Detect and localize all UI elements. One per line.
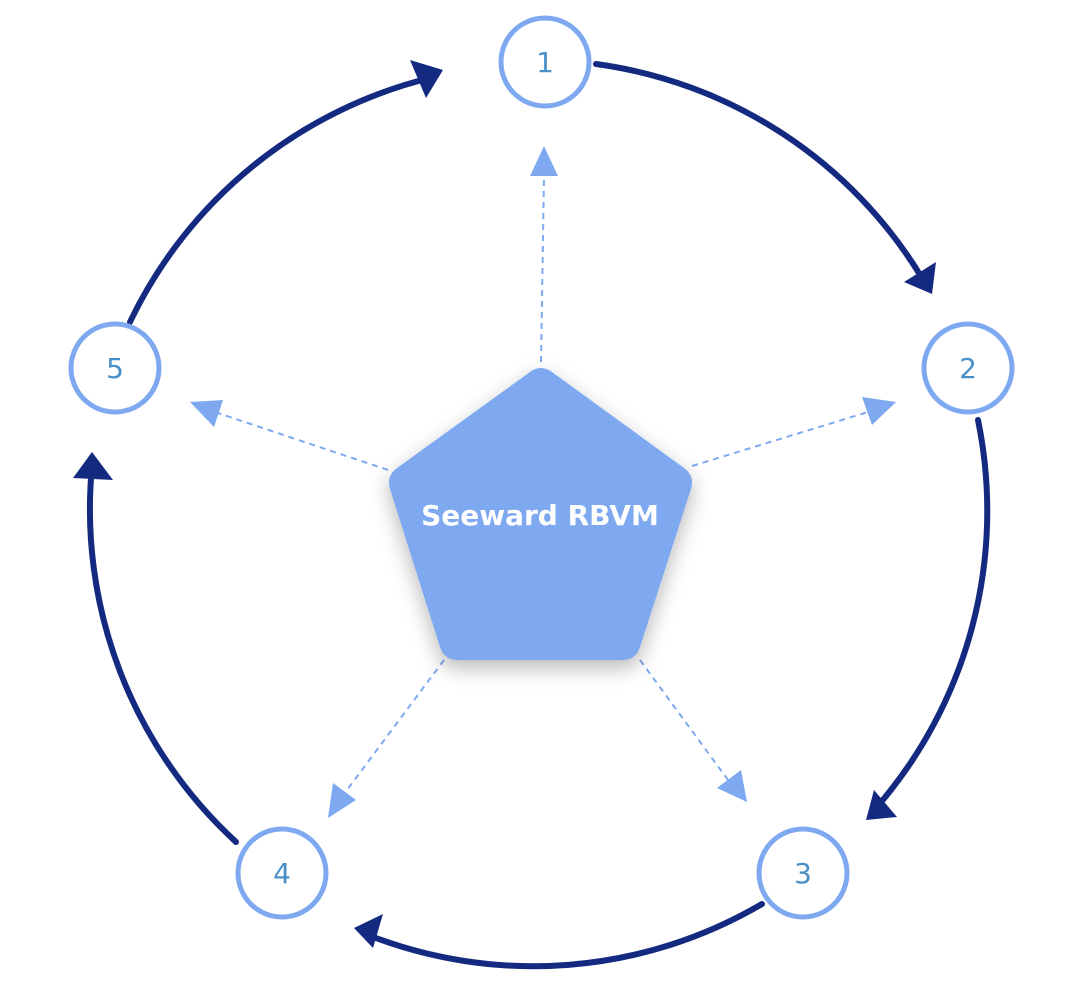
spokes [190, 146, 896, 818]
center-pentagon [388, 368, 693, 660]
spoke-to-2 [691, 411, 869, 467]
spoke-to-1 [540, 175, 545, 363]
cycle-arrow-2-to-3 [873, 417, 991, 811]
step-circle-2 [921, 321, 1015, 415]
step-node-1: 1 [498, 15, 592, 109]
cycle-arcs [73, 60, 991, 970]
step-circle-4 [235, 826, 329, 920]
step-label-4: 4 [273, 857, 291, 890]
center-pentagon-shape [388, 368, 693, 660]
center-label: Seeward RBVM [421, 499, 659, 532]
step-label-5: 5 [106, 352, 124, 385]
cycle-arrow-3-to-4 [365, 901, 765, 970]
step-label-2: 2 [959, 352, 977, 385]
arrowhead-4-to-5 [73, 452, 113, 480]
spoke-to-5 [217, 412, 389, 471]
cycle-arrow-1-to-2 [593, 61, 925, 281]
arrowhead-5-to-1 [410, 60, 443, 98]
spoke-arrowhead-1 [530, 146, 558, 176]
spoke-to-3 [639, 659, 729, 781]
spoke-arrowhead-3 [717, 770, 747, 802]
step-label-1: 1 [536, 46, 554, 79]
step-circle-1 [498, 15, 592, 109]
step-label-3: 3 [794, 857, 812, 890]
arrowhead-1-to-2 [904, 262, 936, 294]
arrowhead-2-to-3 [866, 790, 897, 820]
spoke-arrowhead-4 [328, 783, 356, 818]
step-node-5: 5 [68, 321, 162, 415]
spoke-to-4 [343, 659, 445, 795]
spoke-arrowhead-2 [862, 397, 896, 425]
step-circle-5 [68, 321, 162, 415]
arrowhead-3-to-4 [354, 914, 383, 948]
cycle-arrow-4-to-5 [87, 463, 239, 845]
step-circle-3 [756, 826, 850, 920]
step-node-2: 2 [921, 321, 1015, 415]
step-node-4: 4 [235, 826, 329, 920]
cycle-arrow-5-to-1 [127, 75, 433, 325]
step-node-3: 3 [756, 826, 850, 920]
spoke-arrowhead-5 [190, 400, 223, 427]
